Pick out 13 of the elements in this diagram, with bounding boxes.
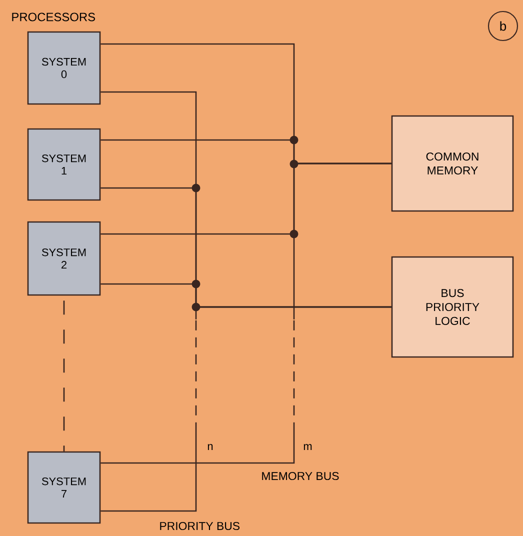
system-box: SYSTEM 2 (27, 221, 101, 296)
text-label: PRIORITY BUS (160, 522, 240, 530)
bus-name: m (304, 444, 312, 450)
bus-name: n (208, 444, 213, 450)
bus-line (100, 306, 392, 512)
system-box: SYSTEM 7 (27, 451, 101, 524)
text-label: MEMORY BUS (262, 472, 339, 480)
system-box: SYSTEM 1 (27, 128, 101, 201)
panel-letter: b (488, 10, 518, 42)
system-box: SYSTEM 0 (27, 31, 101, 105)
bus-line (100, 162, 392, 464)
unit-box: BUS PRIORITY LOGIC (391, 256, 514, 358)
unit-box: COMMON MEMORY (391, 115, 514, 212)
